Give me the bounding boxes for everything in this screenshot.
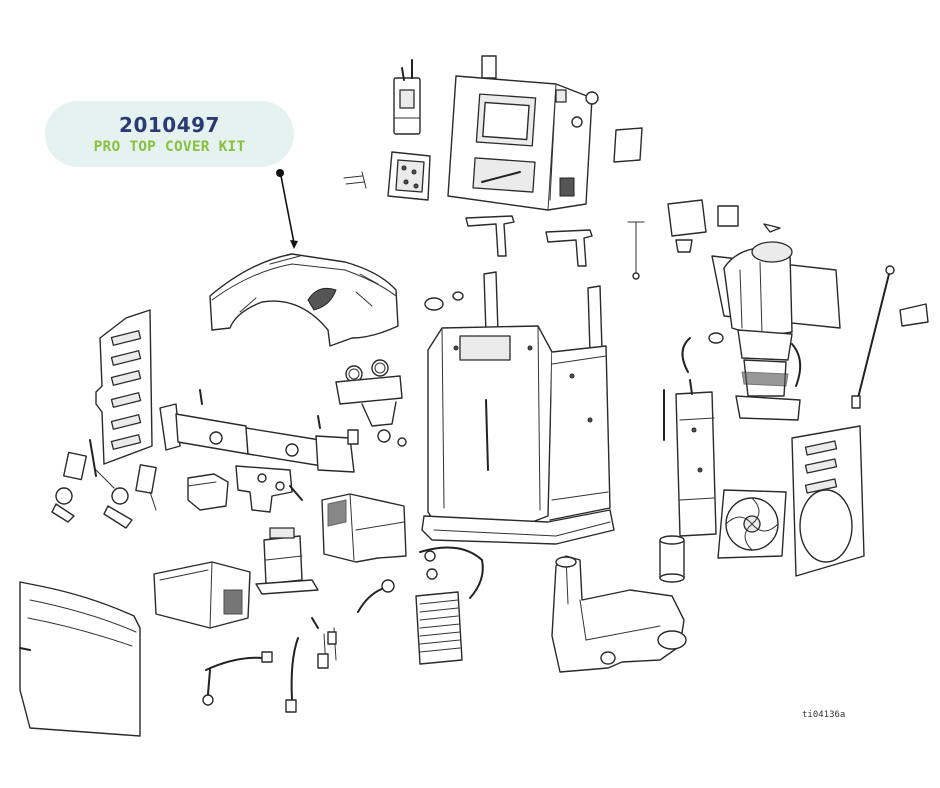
hydraulic-reservoir[interactable] xyxy=(551,555,687,673)
control-box[interactable] xyxy=(447,55,599,211)
hoses[interactable] xyxy=(202,546,484,713)
label-plate xyxy=(613,127,643,163)
motor-control-board[interactable] xyxy=(663,379,717,537)
circuit-board[interactable] xyxy=(343,151,431,201)
part-number: 2010497 xyxy=(119,113,220,137)
motor-shroud[interactable] xyxy=(321,493,407,563)
transducer-wand[interactable] xyxy=(851,265,929,409)
pump-manifold[interactable] xyxy=(159,389,359,473)
right-side-panel[interactable] xyxy=(791,425,865,577)
callout-leader xyxy=(276,169,298,249)
mounting-brackets[interactable] xyxy=(465,215,593,267)
transformer[interactable] xyxy=(255,527,319,595)
oil-cooler[interactable] xyxy=(415,591,463,665)
top-cover[interactable] xyxy=(209,253,399,347)
front-cover-panel[interactable] xyxy=(19,581,141,737)
pressure-control[interactable] xyxy=(393,59,421,135)
cart-frame[interactable] xyxy=(421,271,615,545)
small-guard[interactable] xyxy=(187,473,229,511)
oil-filter[interactable] xyxy=(659,535,685,583)
switch-bracket[interactable] xyxy=(235,465,303,513)
electrical-enclosure[interactable] xyxy=(153,561,251,629)
figure-reference: ti04136a xyxy=(802,710,846,720)
kit-name: PRO TOP COVER KIT xyxy=(93,139,246,155)
pressure-sensor[interactable] xyxy=(627,199,781,280)
drain-valves[interactable] xyxy=(51,439,157,529)
left-side-panel[interactable] xyxy=(95,309,153,465)
cooling-fan[interactable] xyxy=(717,489,787,559)
motor-pump-assembly[interactable] xyxy=(681,241,841,421)
pressure-gauges[interactable] xyxy=(335,359,407,447)
kit-callout[interactable]: 2010497 PRO TOP COVER KIT xyxy=(45,101,294,167)
